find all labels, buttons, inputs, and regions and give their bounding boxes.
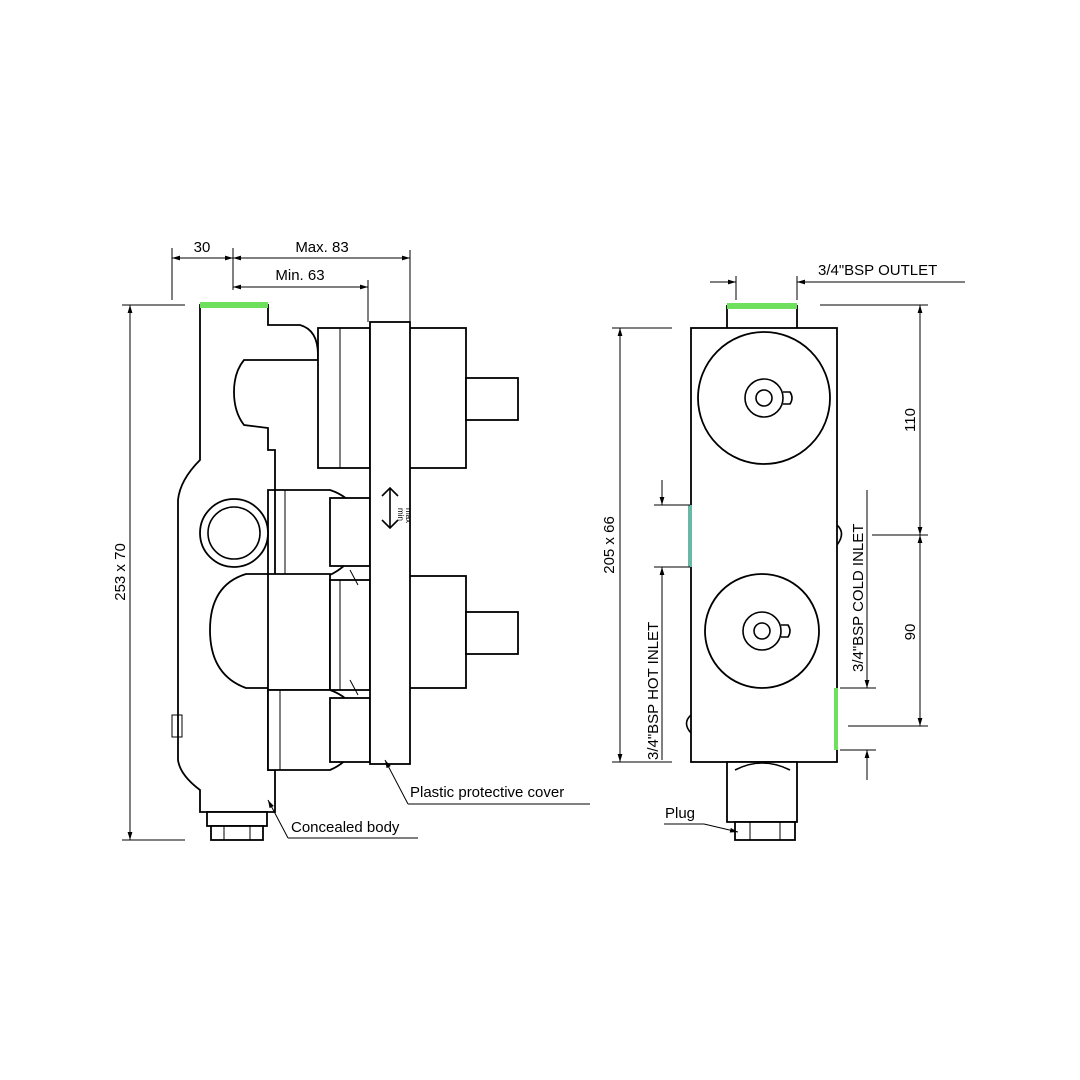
- bottom-section: [267, 689, 371, 771]
- cover-mark-max: max: [404, 508, 413, 523]
- front-view: 3/4"BSP OUTLET: [601, 262, 965, 841]
- lower-dial: [704, 573, 820, 689]
- dim-max: Max. 83: [233, 239, 411, 322]
- dim-height-side: 253 x 70: [112, 304, 185, 841]
- label-outlet: 3/4"BSP OUTLET: [818, 262, 937, 279]
- cover-min-max-mark: min max: [381, 486, 413, 530]
- leader-body: Concealed body: [267, 799, 418, 839]
- dim-min-text: Min. 63: [275, 267, 324, 284]
- body-notch: [171, 714, 183, 738]
- dim-hot-inlet: 3/4"BSP HOT INLET: [645, 480, 690, 760]
- upper-cartridge: [317, 327, 519, 469]
- lower-cartridge: [267, 569, 519, 696]
- hot-inlet-marker: [688, 505, 692, 567]
- dim-lower-text: 90: [902, 624, 919, 641]
- side-view: 30 Max. 83 Min. 63 253 x 70: [112, 239, 590, 841]
- label-cover: Plastic protective cover: [410, 784, 564, 801]
- leader-plug: Plug: [664, 805, 739, 833]
- dim-height-front-text: 205 x 66: [601, 516, 618, 574]
- cold-inlet-marker: [834, 688, 838, 750]
- dim-upper-text: 110: [902, 408, 919, 432]
- side-plug: [206, 811, 268, 841]
- dim-min: Min. 63: [233, 267, 369, 322]
- label-plug: Plug: [665, 805, 695, 822]
- dim-height-side-text: 253 x 70: [112, 543, 129, 601]
- middle-section: [274, 489, 371, 576]
- leader-cover: Plastic protective cover: [384, 759, 590, 805]
- right-bump: [836, 524, 843, 546]
- dim-cold-inlet: 3/4"BSP COLD INLET: [840, 490, 876, 780]
- label-body: Concealed body: [291, 819, 400, 836]
- front-plug: [726, 761, 798, 841]
- dim-height-front: 205 x 66: [601, 327, 672, 763]
- dim-max-text: Max. 83: [295, 239, 348, 256]
- protective-cover-plate: [369, 321, 411, 765]
- left-bump: [685, 714, 692, 734]
- dim-outlet: 3/4"BSP OUTLET: [710, 262, 965, 300]
- outlet-spigot: [726, 305, 798, 331]
- side-port: [199, 498, 269, 568]
- label-cold-inlet: 3/4"BSP COLD INLET: [850, 524, 867, 672]
- dim-30: 30: [171, 239, 234, 300]
- upper-dial: [697, 331, 831, 465]
- label-hot-inlet: 3/4"BSP HOT INLET: [645, 622, 662, 760]
- dim-30-text: 30: [194, 239, 211, 256]
- outlet-marker: [727, 303, 797, 309]
- dim-centres: 110 90: [820, 304, 928, 727]
- cover-mark-min: min: [396, 508, 405, 521]
- top-port-marker: [200, 302, 268, 308]
